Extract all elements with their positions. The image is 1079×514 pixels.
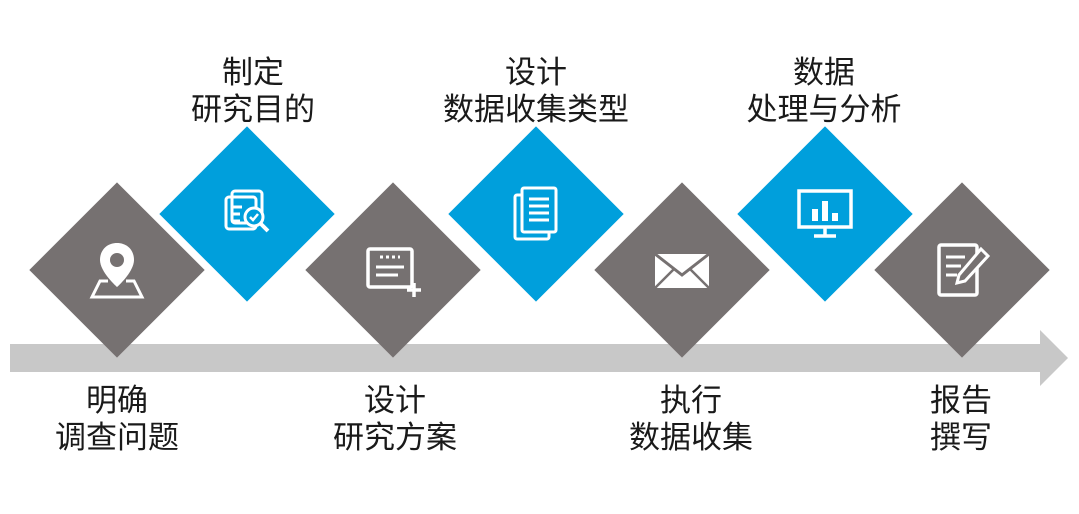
label-line: 研究目的 [191, 92, 315, 128]
step-label-design-plan: 设计 研究方案 [285, 383, 505, 457]
chart-monitor-icon [797, 189, 853, 238]
label-line: 数据收集 [629, 420, 753, 456]
documents-icon [513, 186, 558, 241]
label-line: 数据 [793, 55, 855, 91]
document-search-icon [224, 189, 270, 233]
label-line: 设计 [505, 55, 567, 91]
edit-document-icon [937, 243, 991, 297]
label-line: 调查问题 [55, 420, 179, 456]
label-line: 明确 [86, 383, 148, 419]
label-line: 撰写 [930, 420, 992, 456]
label-line: 执行 [660, 383, 722, 419]
step-label-design-collection: 设计 数据收集类型 [426, 55, 646, 129]
map-pin-icon [89, 243, 145, 299]
label-line: 报告 [930, 383, 992, 419]
plan-add-icon [366, 247, 421, 297]
label-line: 数据收集类型 [443, 92, 629, 128]
step-label-set-objective: 制定 研究目的 [143, 55, 363, 129]
step-label-collect-data: 执行 数据收集 [581, 383, 801, 457]
label-line: 设计 [364, 383, 426, 419]
label-line: 研究方案 [333, 420, 457, 456]
envelope-icon [654, 252, 710, 289]
step-label-analyze-data: 数据 处理与分析 [714, 55, 934, 129]
label-line: 制定 [222, 55, 284, 91]
label-line: 处理与分析 [746, 92, 902, 128]
step-label-define-problem: 明确 调查问题 [7, 383, 227, 457]
step-label-write-report: 报告 撰写 [851, 383, 1071, 457]
